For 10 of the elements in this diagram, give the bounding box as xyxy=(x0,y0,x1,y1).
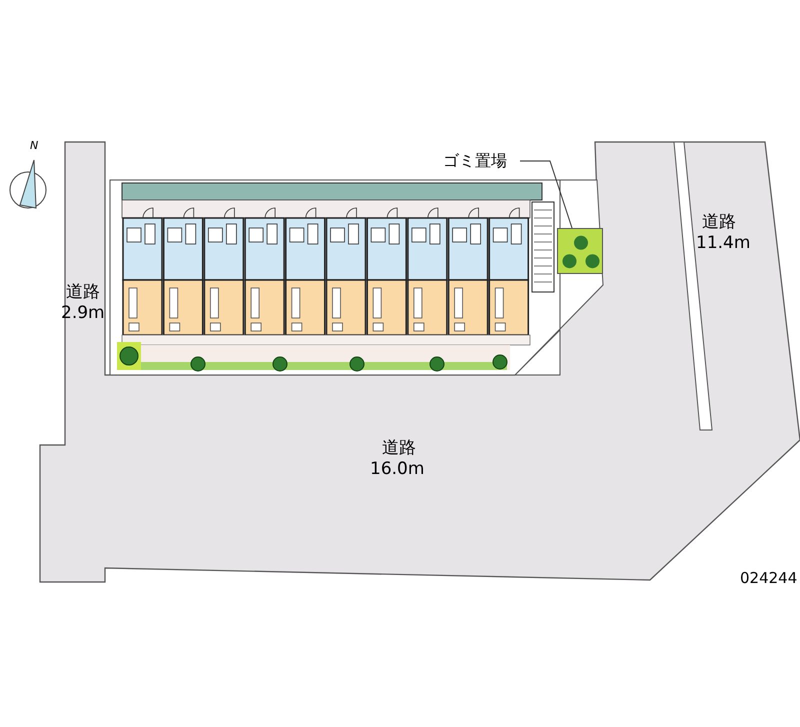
garbage-area xyxy=(557,228,603,274)
drawing-number: 024244 xyxy=(740,571,798,586)
road-label: 道路 xyxy=(66,284,100,301)
road-label: 11.4m xyxy=(696,235,750,252)
north-mark: N xyxy=(30,140,38,151)
road-label: 道路 xyxy=(702,214,736,231)
leader-line xyxy=(520,160,572,228)
callout-label: ゴミ置場 xyxy=(432,150,518,172)
road-label: 道路 xyxy=(382,440,416,457)
road-label: 16.0m xyxy=(370,461,424,478)
